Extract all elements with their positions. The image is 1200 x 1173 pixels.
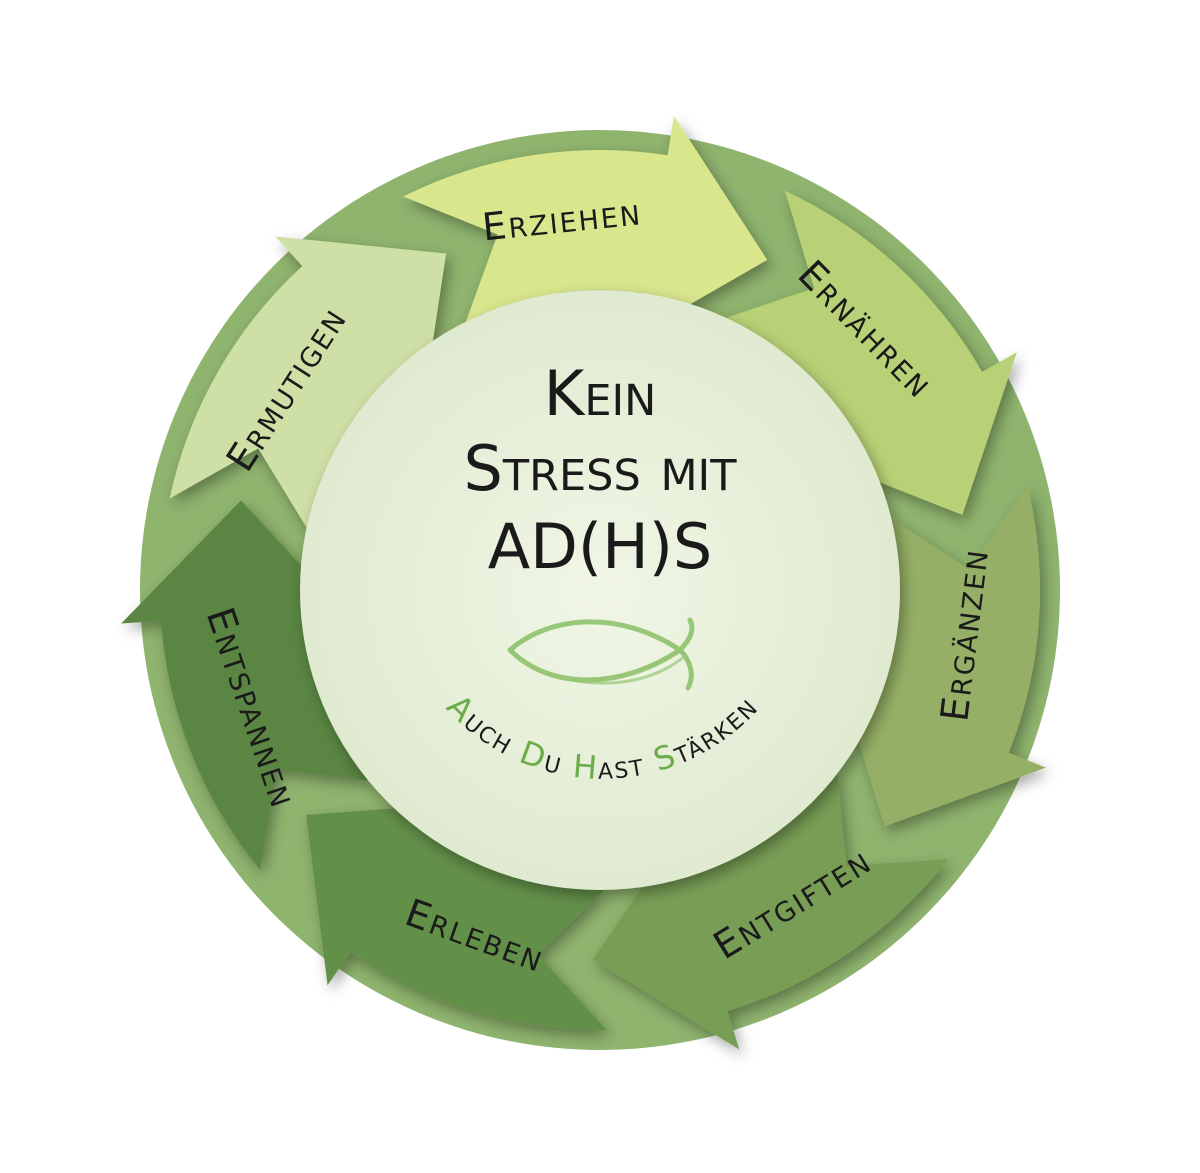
arrow-segment-entgiften [592, 773, 949, 1050]
center-title-line-1: Kein [544, 357, 657, 430]
tagline-part-5: ast [597, 742, 660, 787]
fish-icon [507, 617, 695, 691]
arrow-segment-ergänzen [841, 485, 1046, 827]
arrow-segment-ermutigen [169, 236, 447, 528]
center-title-line-3: AD(H)S [488, 510, 713, 583]
tagline-part-4: H [571, 747, 600, 787]
arrow-segment-erleben [306, 804, 607, 1031]
arrow-segment-ernähren [726, 190, 1017, 515]
center-title-line-2: Stress mit [463, 432, 737, 505]
arrow-segment-erziehen [403, 115, 768, 334]
inner-disc [300, 290, 900, 890]
